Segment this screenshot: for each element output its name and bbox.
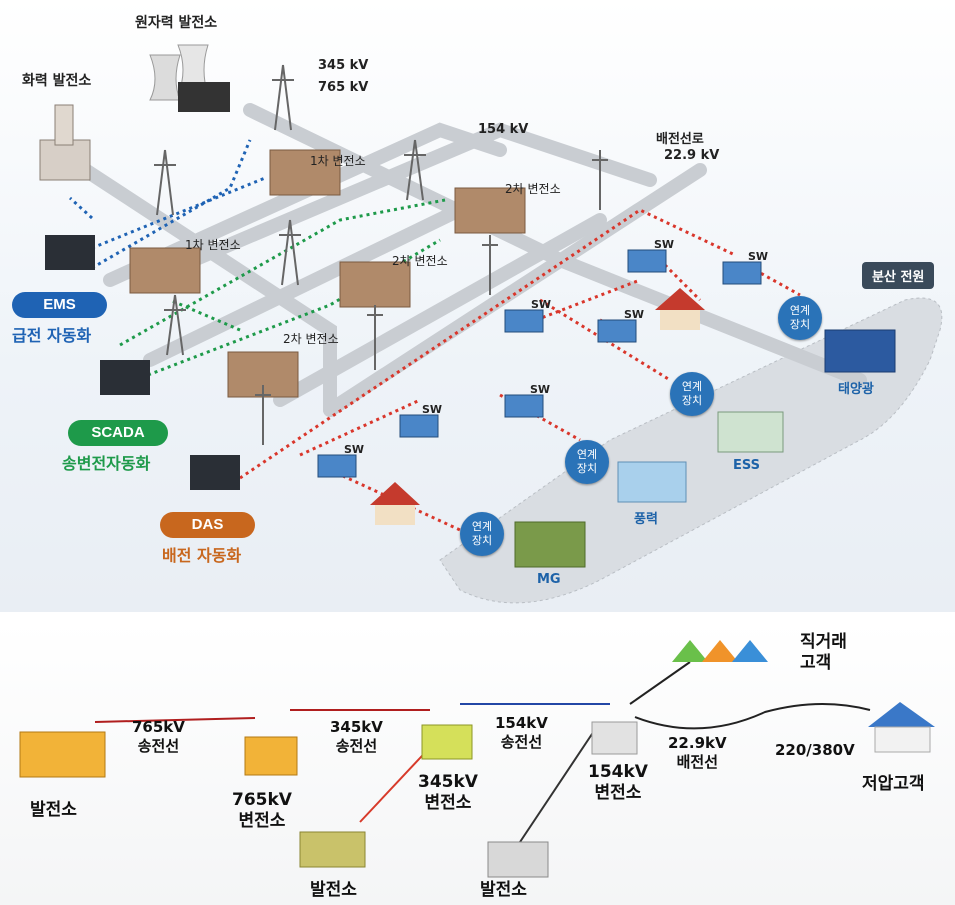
- house-icons: [370, 288, 705, 525]
- distribution-line-label: 배전선로: [656, 132, 704, 147]
- kv-345-label: 345 kV: [318, 58, 369, 73]
- mg-icon: [514, 521, 586, 568]
- solar-label: 태양광: [838, 382, 874, 397]
- scada-pill: SCADA: [68, 420, 168, 446]
- substation-icons: [129, 149, 526, 398]
- ems-subtitle: 급전 자동화: [12, 326, 92, 345]
- ess-icon: [717, 411, 784, 453]
- grid-network-graphic: [39, 44, 943, 604]
- customer-house-icons: [672, 640, 935, 753]
- kv-765-label: 765 kV: [318, 80, 369, 95]
- sw-label: SW: [344, 443, 365, 456]
- sw-label: SW: [531, 298, 552, 311]
- das-pill: DAS: [160, 512, 255, 538]
- substation-1st-label-b: 1차 변전소: [185, 238, 241, 252]
- ess-label: ESS: [733, 458, 761, 473]
- substation-2nd-label-b: 2차 변전소: [392, 254, 448, 268]
- substation-1st-label-a: 1차 변전소: [310, 154, 366, 168]
- smart-grid-diagram-panel: 원자력 발전소 화력 발전소 345 kV 765 kV 154 kV 배전선로…: [0, 0, 955, 612]
- thermal-plant-label: 화력 발전소: [22, 73, 92, 89]
- sw-label: SW: [654, 238, 675, 251]
- plant-mid1-label: 발전소: [310, 880, 357, 900]
- wind-icon: [617, 461, 687, 503]
- wind-label: 풍력: [634, 512, 658, 527]
- sw-label: SW: [748, 250, 769, 263]
- tower-icons: [154, 64, 608, 445]
- control-consoles: [45, 235, 240, 490]
- substation-2nd-label-c: 2차 변전소: [283, 332, 339, 346]
- power-plant-icons: [19, 731, 549, 878]
- das-subtitle: 배전 자동화: [162, 546, 242, 565]
- substation-icons: [244, 721, 638, 776]
- sw-label: SW: [530, 383, 551, 396]
- kv-229-label: 22.9 kV: [664, 148, 720, 163]
- scada-subtitle: 송변전자동화: [62, 454, 151, 473]
- low-voltage-customer-label: 저압고객: [862, 774, 925, 794]
- sw-boxes: [317, 249, 762, 478]
- nuclear-plant-label: 원자력 발전소: [135, 15, 218, 31]
- mg-label: MG: [537, 572, 561, 587]
- kv-154-label: 154 kV: [478, 122, 529, 137]
- solar-panel-icon: [824, 329, 896, 373]
- sw-label: SW: [422, 403, 443, 416]
- distributed-power-callout: 분산 전원: [862, 262, 935, 289]
- nuclear-plant-icon: [149, 44, 230, 112]
- sw-label: SW: [624, 308, 645, 321]
- plant-left-label: 발전소: [30, 800, 77, 820]
- thermal-plant-icon: [39, 104, 91, 181]
- ems-pill: EMS: [12, 292, 107, 318]
- power-flow-graphic: [19, 640, 935, 878]
- plant-mid2-label: 발전소: [480, 880, 527, 900]
- substation-2nd-label-a: 2차 변전소: [505, 182, 561, 196]
- low-voltage-label: 220/380V: [775, 741, 855, 759]
